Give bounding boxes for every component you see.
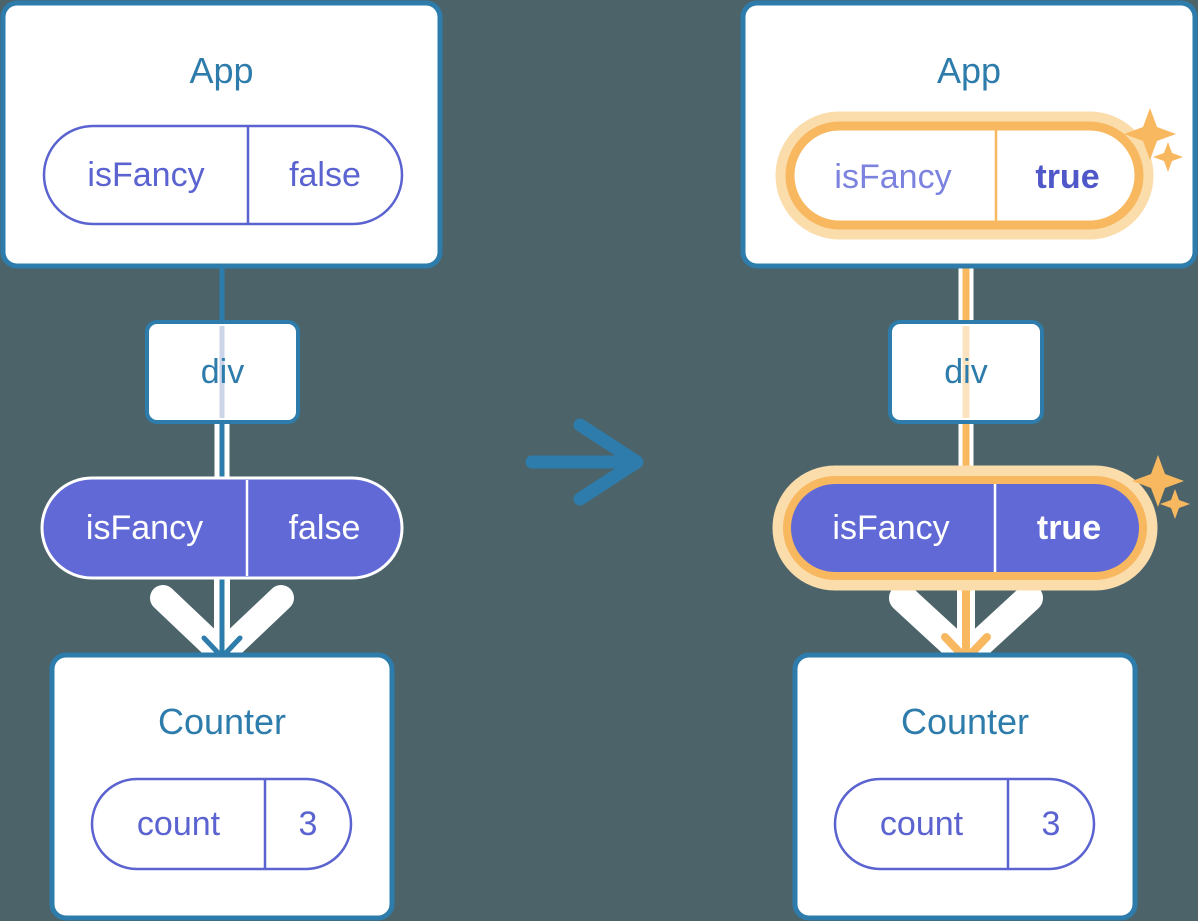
left-prop-pill-key: isFancy [85, 509, 204, 547]
right-app-pill-key: isFancy [834, 158, 952, 196]
right-counter-title: Counter [900, 701, 1030, 742]
left-app-title: App [189, 50, 254, 91]
right-div-label: div [944, 353, 988, 391]
right-counter-pill-key: count [879, 805, 964, 843]
right-prop-pill-key: isFancy [832, 509, 950, 547]
left-counter-title: Counter [157, 701, 287, 742]
right-app-pill-value: true [1035, 158, 1100, 196]
left-app-pill-value: false [289, 156, 361, 194]
left-app-pill-key: isFancy [87, 156, 205, 194]
left-prop-pill-value: false [288, 509, 361, 547]
left-counter-pill-value: 3 [298, 805, 318, 843]
right-app-title: App [936, 50, 1002, 91]
left-div-label: div [200, 353, 245, 391]
left-counter-pill-key: count [136, 805, 221, 843]
right-prop-pill-value: true [1036, 509, 1102, 547]
right-counter-pill-value: 3 [1041, 805, 1061, 843]
